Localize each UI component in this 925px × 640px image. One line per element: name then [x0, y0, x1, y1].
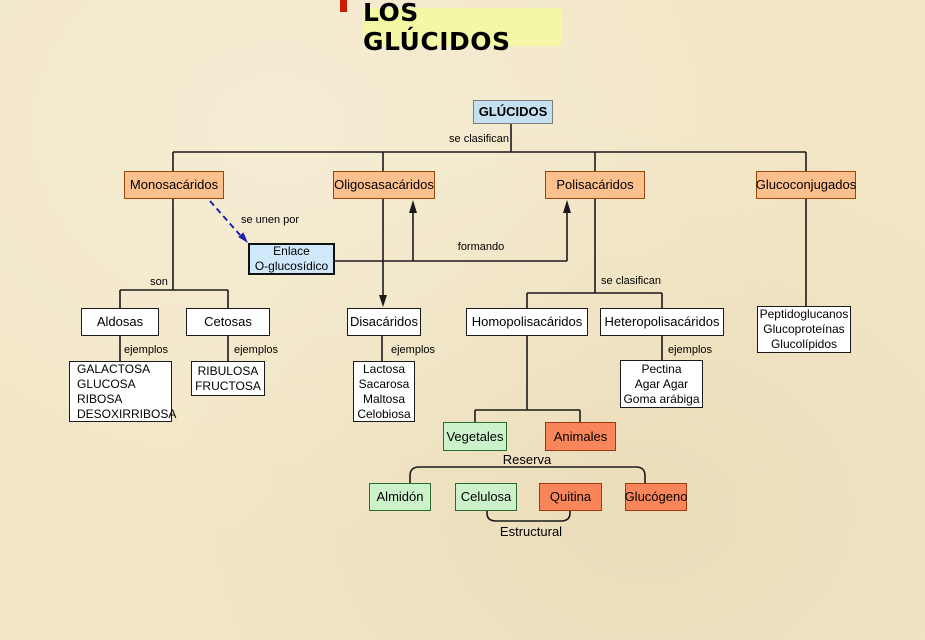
node-celulosa: Celulosa — [455, 483, 517, 511]
node-almidon: Almidón — [369, 483, 431, 511]
node-heteropolisacaridos: Heteropolisacáridos — [600, 308, 724, 336]
node-glucogeno: Glucógeno — [625, 483, 687, 511]
node-cetosas-ejemplos: RIBULOSA FRUCTOSA — [191, 361, 265, 396]
node-aldosas: Aldosas — [81, 308, 159, 336]
node-homopolisacaridos: Homopolisacáridos — [466, 308, 588, 336]
edge-label-ejemplos-hetero: ejemplos — [667, 344, 713, 356]
red-marker — [340, 0, 347, 12]
node-vegetales: Vegetales — [443, 422, 507, 451]
edge-label-se-unen-por: se unen por — [240, 214, 300, 226]
edge-label-estructural: Estructural — [499, 524, 563, 539]
node-cetosas: Cetosas — [186, 308, 270, 336]
node-hetero-ejemplos: Pectina Agar Agar Goma arábiga — [620, 360, 703, 408]
edge-label-ejemplos-aldosas: ejemplos — [123, 344, 169, 356]
edge-label-ejemplos-cetosas: ejemplos — [233, 344, 279, 356]
page-title: LOS GLÚCIDOS — [363, 0, 561, 56]
node-glucoconjugados-ejemplos: Peptidoglucanos Glucoproteínas Glucolípi… — [757, 306, 851, 353]
edge-label-son: son — [150, 276, 168, 288]
node-oligosasacaridos: Oligosasacáridos — [333, 171, 435, 199]
node-animales: Animales — [545, 422, 616, 451]
node-monosacaridos: Monosacáridos — [124, 171, 224, 199]
node-enlace-o-glucosidico: Enlace O-glucosídico — [248, 243, 335, 275]
node-glucidos-root: GLÚCIDOS — [473, 100, 553, 124]
edge-label-ejemplos-disacaridos: ejemplos — [390, 344, 436, 356]
node-polisacaridos: Polisacáridos — [545, 171, 645, 199]
node-glucoconjugados: Glucoconjugados — [756, 171, 856, 199]
edge-label-formando: formando — [457, 241, 505, 253]
edge-label-reserva: Reserva — [502, 452, 552, 467]
edge-label-se-clasifican-root: se clasifican — [449, 133, 509, 145]
node-quitina: Quitina — [539, 483, 602, 511]
node-aldosas-ejemplos: GALACTOSA GLUCOSA RIBOSA DESOXIRRIBOSA — [69, 361, 176, 422]
edge-label-se-clasifican-poli: se clasifican — [601, 275, 661, 287]
node-disacaridos: Disacáridos — [347, 308, 421, 336]
node-disacaridos-ejemplos: Lactosa Sacarosa Maltosa Celobiosa — [353, 361, 415, 422]
